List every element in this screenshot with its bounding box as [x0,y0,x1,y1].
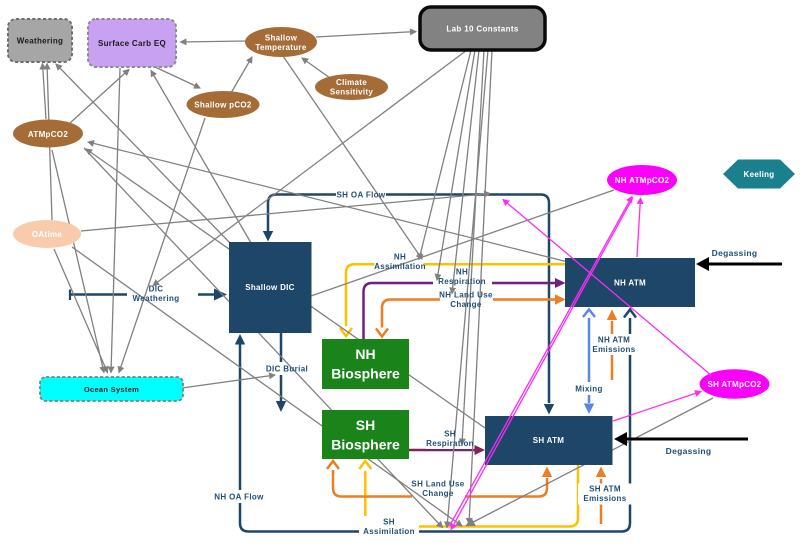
svg-text:SH: SH [356,417,375,433]
svg-text:Emissions: Emissions [583,494,626,503]
svg-text:Shallow DIC: Shallow DIC [245,283,295,292]
svg-text:Shallow: Shallow [265,33,298,42]
svg-text:Ocean System: Ocean System [84,385,139,394]
svg-text:Mixing: Mixing [575,385,602,394]
svg-text:SH ATMpCO2: SH ATMpCO2 [707,380,761,389]
svg-text:Respiration: Respiration [438,277,486,286]
svg-text:Respiration: Respiration [426,439,474,448]
svg-text:SH ATM: SH ATM [589,485,621,494]
svg-text:Biosphere: Biosphere [331,437,400,453]
svg-text:Weathering: Weathering [17,37,63,46]
svg-text:NH: NH [456,268,468,277]
svg-text:SH: SH [383,518,395,527]
svg-text:Change: Change [450,300,482,309]
svg-text:NH: NH [355,346,375,362]
svg-text:NH: NH [394,253,406,262]
svg-text:SH: SH [444,430,456,439]
svg-text:NH Land Use: NH Land Use [439,291,493,300]
svg-text:Climate: Climate [336,78,367,87]
svg-text:Emissions: Emissions [592,345,635,354]
svg-text:Surface Carb EQ: Surface Carb EQ [98,39,166,48]
svg-text:DIC Burial: DIC Burial [266,365,308,374]
svg-text:Weathering: Weathering [133,294,180,303]
svg-text:Degassing: Degassing [666,446,712,456]
svg-text:Assimilation: Assimilation [363,527,415,536]
svg-text:NH OA Flow: NH OA Flow [214,493,264,502]
svg-text:ATMpCO2: ATMpCO2 [28,130,68,139]
svg-text:Keeling: Keeling [744,170,775,179]
svg-text:Assimilation: Assimilation [374,262,426,271]
svg-text:Sensitivity: Sensitivity [330,88,374,97]
svg-text:SH Land Use: SH Land Use [411,480,464,489]
svg-text:OAtime: OAtime [32,230,62,239]
svg-text:DIC: DIC [149,285,164,294]
svg-text:NH ATMpCO2: NH ATMpCO2 [615,176,670,185]
svg-text:SH ATM: SH ATM [533,436,565,445]
svg-text:Degassing: Degassing [712,248,758,258]
svg-text:Lab 10 Constants: Lab 10 Constants [446,25,518,34]
svg-text:Shallow pCO2: Shallow pCO2 [194,101,252,110]
svg-text:Temperature: Temperature [255,43,306,52]
svg-text:Biosphere: Biosphere [331,366,400,382]
svg-text:Change: Change [422,489,454,498]
svg-text:NH ATM: NH ATM [614,279,646,288]
svg-text:SH OA Flow: SH OA Flow [337,191,386,200]
svg-text:NH ATM: NH ATM [598,336,630,345]
